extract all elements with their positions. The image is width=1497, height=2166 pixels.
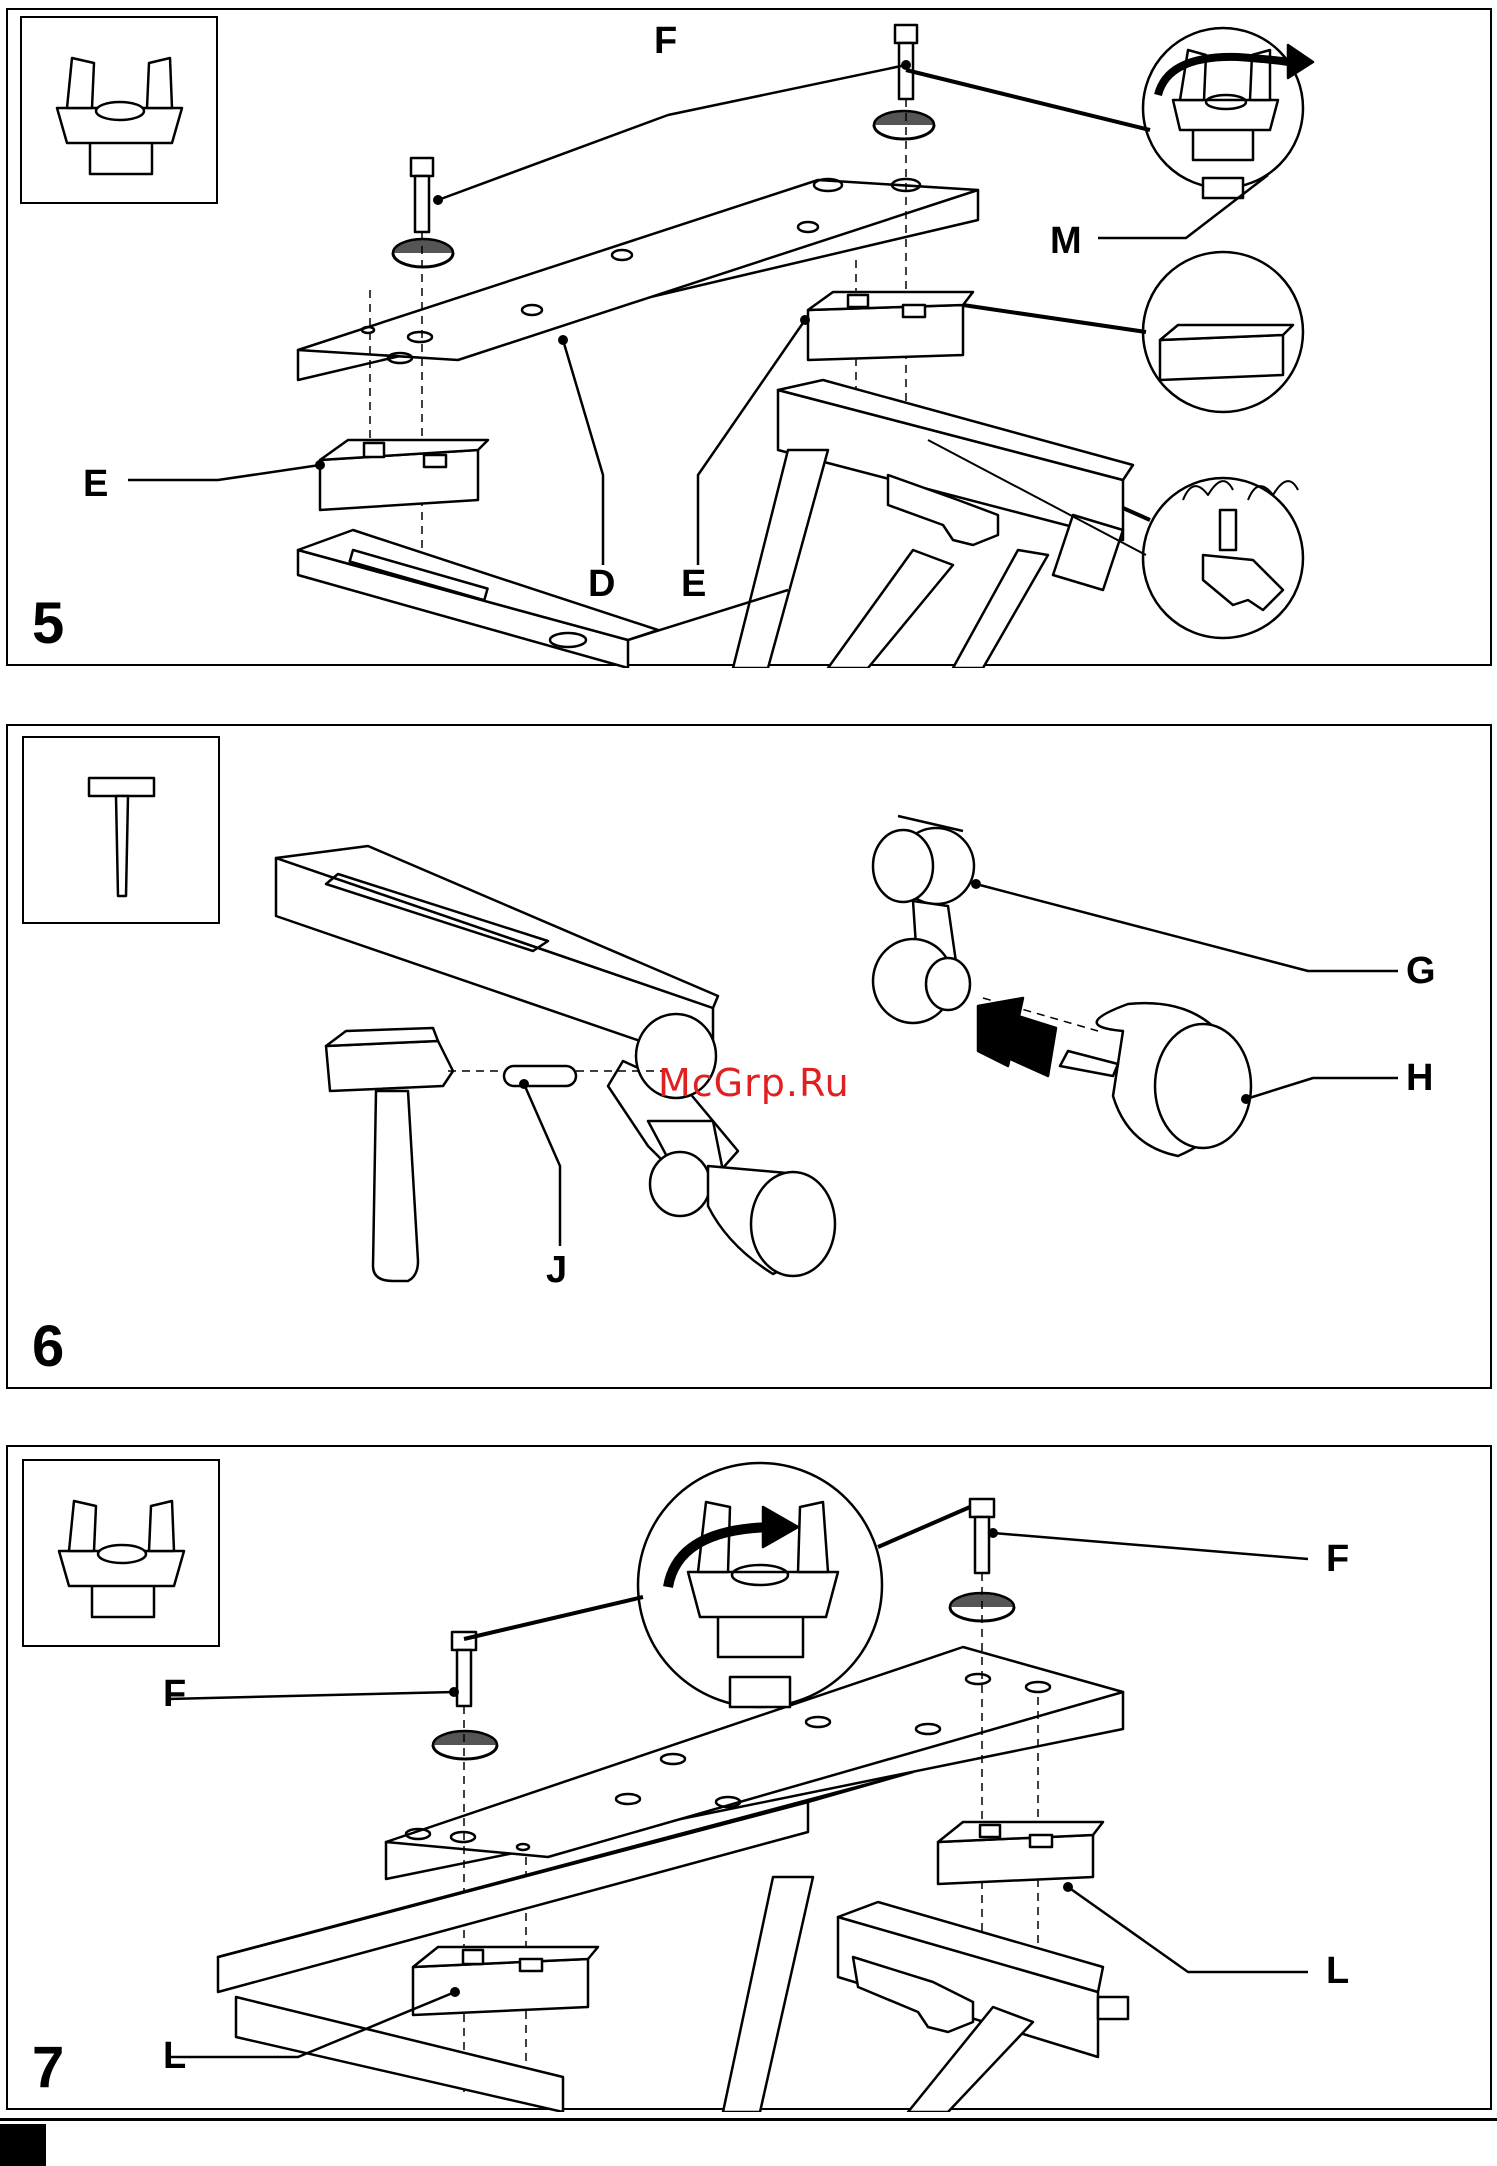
tool-box-hammer [22, 736, 220, 924]
label-block-e-left: E [83, 465, 108, 503]
label-bolt-f-right: F [1326, 1540, 1349, 1578]
wing-nut-icon [24, 1461, 218, 1645]
footer-corner-block [0, 2124, 46, 2166]
step-7-panel: 7 F F L L [6, 1445, 1492, 2110]
step-5-panel: 5 F M E D E [6, 8, 1492, 666]
step-number: 7 [32, 2039, 64, 2097]
label-board-d: D [588, 565, 615, 603]
label-block-e-mid: E [681, 565, 706, 603]
step-6-illustration [8, 726, 1494, 1391]
step-6-panel: McGrp.Ru 6 G H J [6, 724, 1492, 1389]
tool-box-wing-nut [22, 1459, 220, 1647]
step-7-illustration [8, 1447, 1494, 2112]
label-arm-g: G [1406, 952, 1436, 990]
step-number: 6 [32, 1318, 64, 1376]
hammer-icon [24, 738, 218, 922]
step-number: 5 [32, 595, 64, 653]
tool-box-wing-nut [20, 16, 218, 204]
label-block-l-right: L [1326, 1952, 1349, 1990]
label-bolt-f: F [654, 22, 677, 60]
label-pin-j: J [546, 1251, 567, 1289]
label-block-l-left: L [163, 2037, 186, 2075]
label-bolt-f-left: F [163, 1675, 186, 1713]
wing-nut-icon [22, 18, 216, 202]
step-5-illustration [8, 10, 1494, 668]
watermark-text: McGrp.Ru [658, 1061, 850, 1105]
footer-rule [0, 2118, 1497, 2121]
label-handle-h: H [1406, 1059, 1433, 1097]
label-wing-nut-m: M [1050, 222, 1082, 260]
